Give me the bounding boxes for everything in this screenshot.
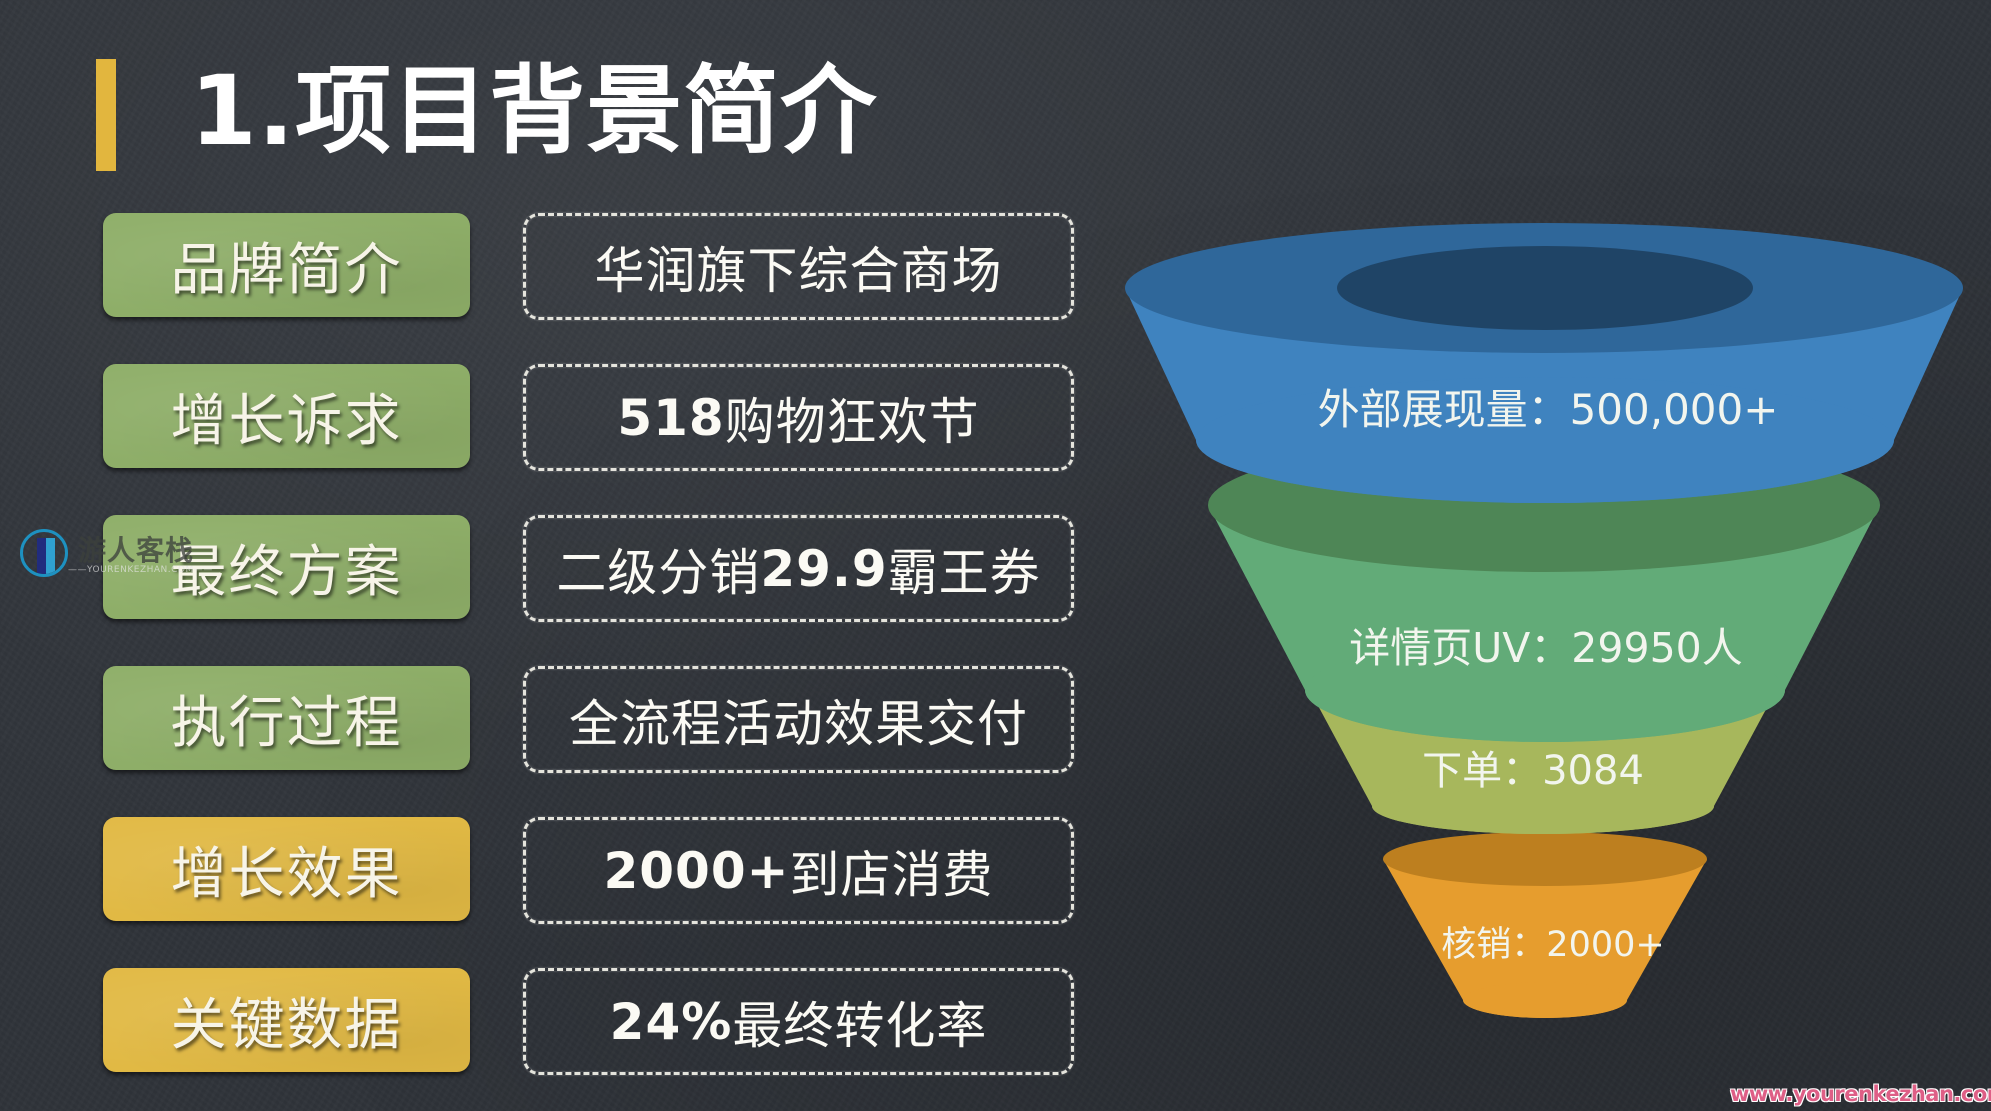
info-row-brand: 品牌简介 华润旗下综合商场 bbox=[0, 213, 1100, 320]
logo-icon bbox=[20, 529, 68, 577]
funnel-label-order: 下单：3084 bbox=[1422, 748, 1644, 794]
value-chalk-number: 29.9 bbox=[760, 539, 888, 598]
title-accent-bar bbox=[96, 59, 116, 171]
value-text: 到店消费 bbox=[789, 845, 994, 904]
funnel-stage-redeem bbox=[1383, 832, 1707, 1018]
label-brand-intro: 品牌简介 bbox=[103, 213, 470, 317]
value-chalk-number: 24% bbox=[609, 992, 733, 1051]
funnel-stage-order bbox=[1294, 618, 1792, 834]
value-text: 全流程活动效果交付 bbox=[569, 694, 1028, 753]
logo-text-cn: 游人客栈 bbox=[78, 534, 195, 567]
funnel-label-redeem: 核销：2000+ bbox=[1441, 925, 1664, 965]
label-growth-result: 增长效果 bbox=[103, 817, 470, 921]
value-chalk-number: 2000+ bbox=[603, 841, 790, 900]
label-execution: 执行过程 bbox=[103, 666, 470, 770]
site-url-watermark: www.yourenkezhan.com bbox=[1730, 1082, 1991, 1106]
value-key-data: 24%最终转化率 bbox=[523, 968, 1074, 1075]
info-row-key-data: 关键数据 24%最终转化率 bbox=[0, 968, 1100, 1075]
value-chalk-number: 518 bbox=[617, 388, 725, 447]
label-growth-goal: 增长诉求 bbox=[103, 364, 470, 468]
value-brand-intro: 华润旗下综合商场 bbox=[523, 213, 1074, 320]
info-row-execution: 执行过程 全流程活动效果交付 bbox=[0, 666, 1100, 773]
value-growth-result: 2000+到店消费 bbox=[523, 817, 1074, 924]
value-text: 最终转化率 bbox=[732, 996, 988, 1055]
value-text: 霸王券 bbox=[887, 543, 1041, 602]
value-text: 华润旗下综合商场 bbox=[594, 241, 1003, 300]
funnel-label-impressions: 外部展现量：500,000+ bbox=[1318, 385, 1779, 434]
label-key-data: 关键数据 bbox=[103, 968, 470, 1072]
value-text-prefix: 二级分销 bbox=[556, 543, 761, 602]
value-text: 购物狂欢节 bbox=[724, 392, 980, 451]
page-title: 1.项目背景简介 bbox=[190, 55, 878, 167]
value-execution: 全流程活动效果交付 bbox=[523, 666, 1074, 773]
funnel-label-detail-uv: 详情页UV：29950人 bbox=[1349, 624, 1742, 672]
label-final-plan: 最终方案 bbox=[103, 515, 470, 619]
funnel-stage-impressions bbox=[1125, 223, 1963, 503]
funnel-stage-detail-uv bbox=[1208, 438, 1880, 742]
logo-text-en: ——YOURENKEZHAN.COM—— bbox=[68, 565, 213, 575]
info-row-growth-result: 增长效果 2000+到店消费 bbox=[0, 817, 1100, 924]
